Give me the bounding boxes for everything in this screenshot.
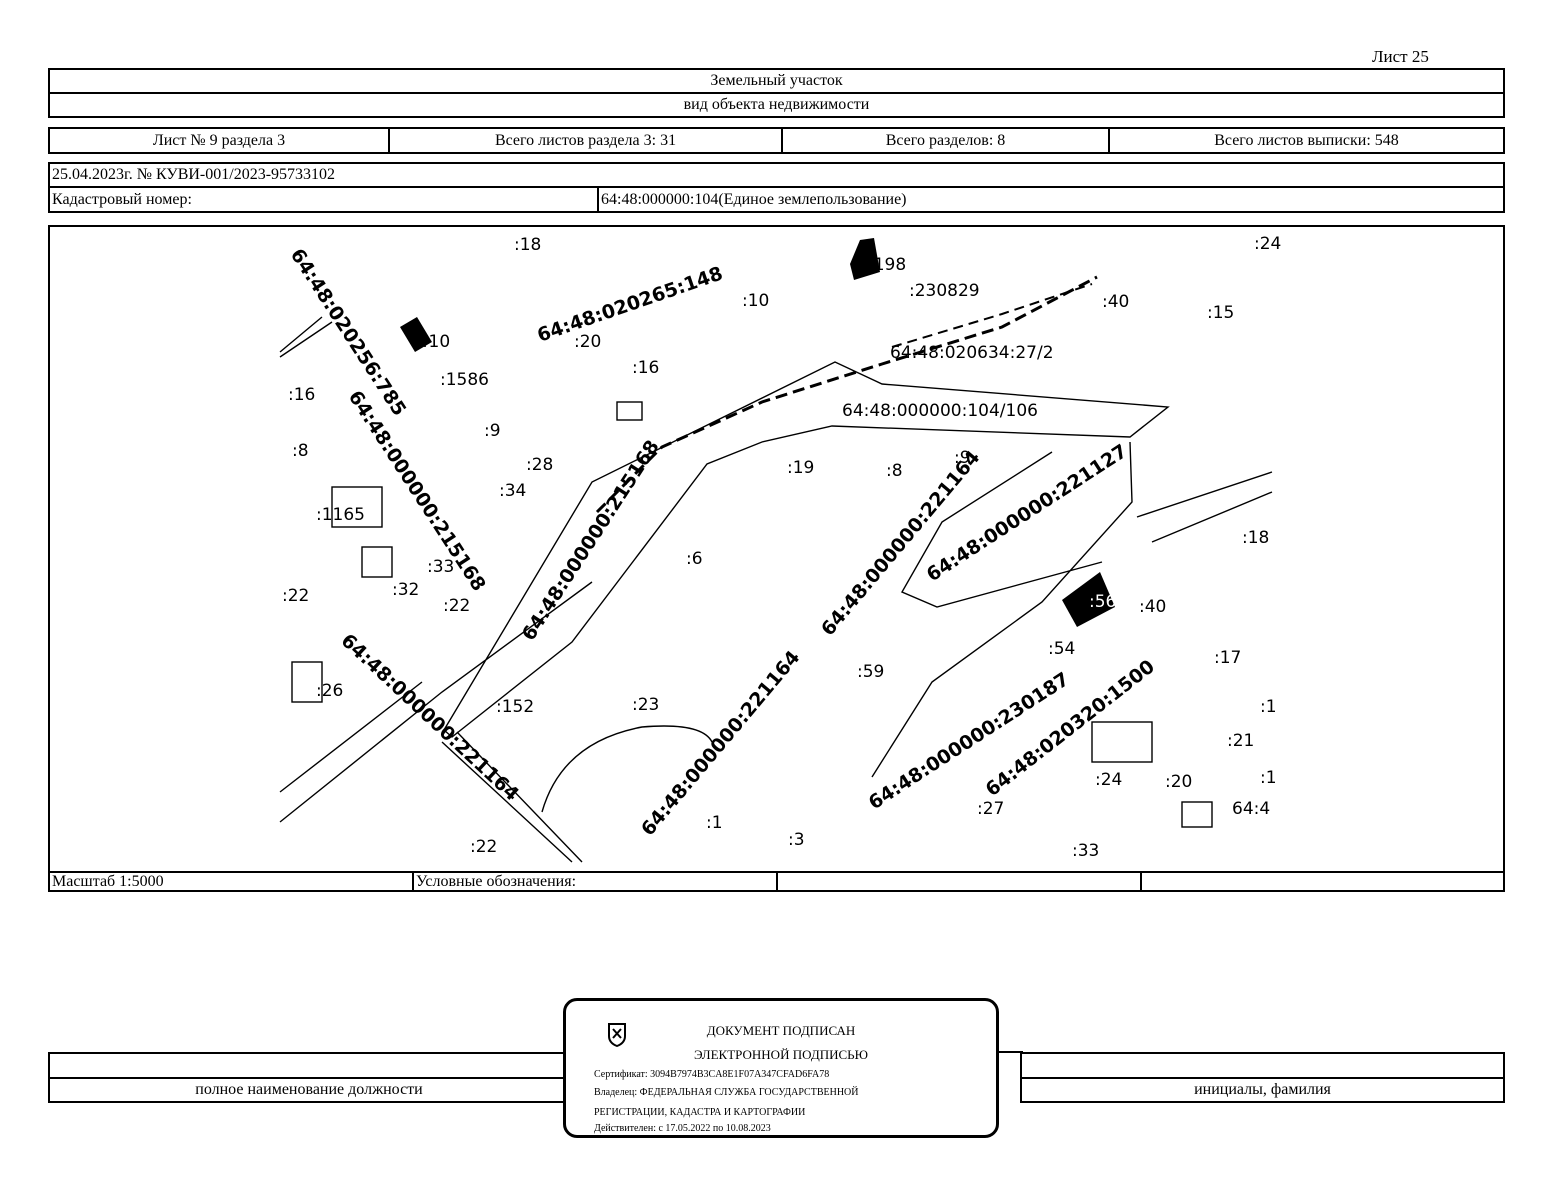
dashed-boundary — [595, 275, 1098, 514]
map-label: :20 — [574, 332, 601, 352]
e-signature-stamp: ДОКУМЕНТ ПОДПИСАН ЭЛЕКТРОННОЙ ПОДПИСЬЮ С… — [563, 998, 999, 1138]
object-type: Земельный участок — [48, 68, 1505, 94]
emblem-icon — [608, 1023, 626, 1047]
map-label: :24 — [1254, 234, 1281, 254]
cadastral-number-value: 64:48:000000:104(Единое землепользование… — [597, 186, 1505, 213]
initials-caption: инициалы, фамилия — [1020, 1077, 1505, 1103]
map-label: :152 — [496, 697, 534, 717]
map-label: :15 — [1207, 303, 1234, 323]
cadastral-label: 64:48:000000:215168 — [344, 387, 490, 596]
cadastral-label: 64:48:000000:221164 — [337, 630, 523, 806]
map-label: :410 — [412, 332, 450, 352]
map-label: :16 — [632, 358, 659, 378]
structure — [331, 486, 383, 528]
structure — [1091, 721, 1153, 763]
map-label: :32 — [392, 580, 419, 600]
map-label: :33 — [1072, 841, 1099, 861]
map-label: :33 — [427, 557, 454, 577]
map-label: :1 — [1260, 697, 1277, 717]
document-date-number: 25.04.2023г. № КУВИ-001/2023-95733102 — [48, 162, 1505, 188]
stamp-valid: Действителен: с 17.05.2022 по 10.08.2023 — [594, 1123, 771, 1134]
sections-total: Всего разделов: 8 — [781, 127, 1110, 154]
stamp-owner-2: РЕГИСТРАЦИИ, КАДАСТРА И КАРТОГРАФИИ — [594, 1107, 806, 1118]
map-label: :18 — [1242, 528, 1269, 548]
structure — [361, 546, 393, 578]
map-labels: :18 :198 :230829 :40 :15 :10 :20 :16 :41… — [282, 234, 1281, 861]
map-drawing — [279, 238, 1273, 863]
position-value — [48, 1052, 570, 1079]
curve-line — [1136, 471, 1273, 543]
legend-cell-1 — [776, 871, 1142, 892]
sheet-number: Лист № 9 раздела 3 — [48, 127, 390, 154]
road-line — [441, 731, 583, 863]
map-label: :22 — [470, 837, 497, 857]
map-label: :16 — [288, 385, 315, 405]
position-caption: полное наименование должности — [48, 1077, 570, 1103]
map-label: :26 — [316, 681, 343, 701]
map-label: :19 — [787, 458, 814, 478]
stamp-line-2: ЭЛЕКТРОННОЙ ПОДПИСЬЮ — [694, 1047, 868, 1062]
structure — [291, 661, 323, 703]
map-label: :28 — [526, 455, 553, 475]
stamp-line-1: ДОКУМЕНТ ПОДПИСАН — [706, 1023, 856, 1038]
sheet-label: Лист 25 — [1372, 47, 1429, 66]
map-label: :9 — [954, 448, 971, 468]
map-label: 64:4 — [1232, 799, 1270, 819]
map-label: :8 — [292, 441, 309, 461]
parcel-outline — [443, 361, 1170, 738]
cadastral-label: 64:48:000000:104/106 — [842, 401, 1038, 421]
cadastral-map: :18 :198 :230829 :40 :15 :10 :20 :16 :41… — [48, 225, 1505, 873]
legend-cell-2 — [1140, 871, 1505, 892]
object-type-caption: вид объекта недвижимости — [48, 92, 1505, 118]
stamp-owner-1: Владелец: ФЕДЕРАЛЬНАЯ СЛУЖБА ГОСУДАРСТВЕ… — [594, 1087, 859, 1098]
cadastral-label: 64:48:000000:221164 — [637, 647, 804, 841]
map-label: :54 — [1048, 639, 1075, 659]
stamp-certificate: Сертификат: 3094B7974B3CA8E1F07A347CFAD6… — [594, 1069, 830, 1080]
dashed-boundary-2 — [891, 283, 1093, 348]
section-sheets-total: Всего листов раздела 3: 31 — [388, 127, 783, 154]
map-label: :3 — [788, 830, 805, 850]
initials-value — [1020, 1052, 1505, 1079]
map-scale: Масштаб 1:5000 — [48, 871, 414, 892]
map-label: :40 — [1139, 597, 1166, 617]
map-label: :22 — [443, 596, 470, 616]
structure — [616, 401, 643, 421]
map-label: :34 — [499, 481, 526, 501]
building — [850, 238, 880, 280]
map-label: :59 — [857, 662, 884, 682]
map-label: :20 — [1165, 772, 1192, 792]
map-label: :22 — [282, 586, 309, 606]
map-label: :24 — [1095, 770, 1122, 790]
map-label: :40 — [1102, 292, 1129, 312]
map-label: :56 — [1089, 592, 1116, 612]
map-label: :17 — [1214, 648, 1241, 668]
map-label: :230829 — [909, 281, 980, 301]
map-label: :198 — [868, 255, 906, 275]
map-label: :18 — [514, 235, 541, 255]
curve-line — [541, 725, 713, 813]
cadastral-label: 64:48:020265:148 — [534, 263, 725, 347]
extract-sheets-total: Всего листов выписки: 548 — [1108, 127, 1505, 154]
map-label: :1 — [706, 813, 723, 833]
map-label: :1586 — [440, 370, 489, 390]
map-label: :1165 — [316, 505, 365, 525]
building — [400, 317, 432, 352]
map-label: :23 — [632, 695, 659, 715]
map-label: :27 — [977, 799, 1004, 819]
road-line — [279, 581, 593, 823]
building — [1062, 572, 1115, 627]
legend-label: Условные обозначения: — [412, 871, 778, 892]
cadastral-number-label: Кадастровый номер: — [48, 186, 599, 213]
road-line — [279, 316, 333, 358]
map-label: :8 — [886, 461, 903, 481]
parcel-outline-south — [871, 441, 1133, 778]
map-label: :21 — [1227, 731, 1254, 751]
structure — [1181, 801, 1213, 828]
map-label: :10 — [742, 291, 769, 311]
map-label: :6 — [686, 549, 703, 569]
map-label: :9 — [484, 421, 501, 441]
map-label: :1 — [1260, 768, 1277, 788]
cadastral-label: 64:48:020634:27/2 — [890, 343, 1054, 363]
